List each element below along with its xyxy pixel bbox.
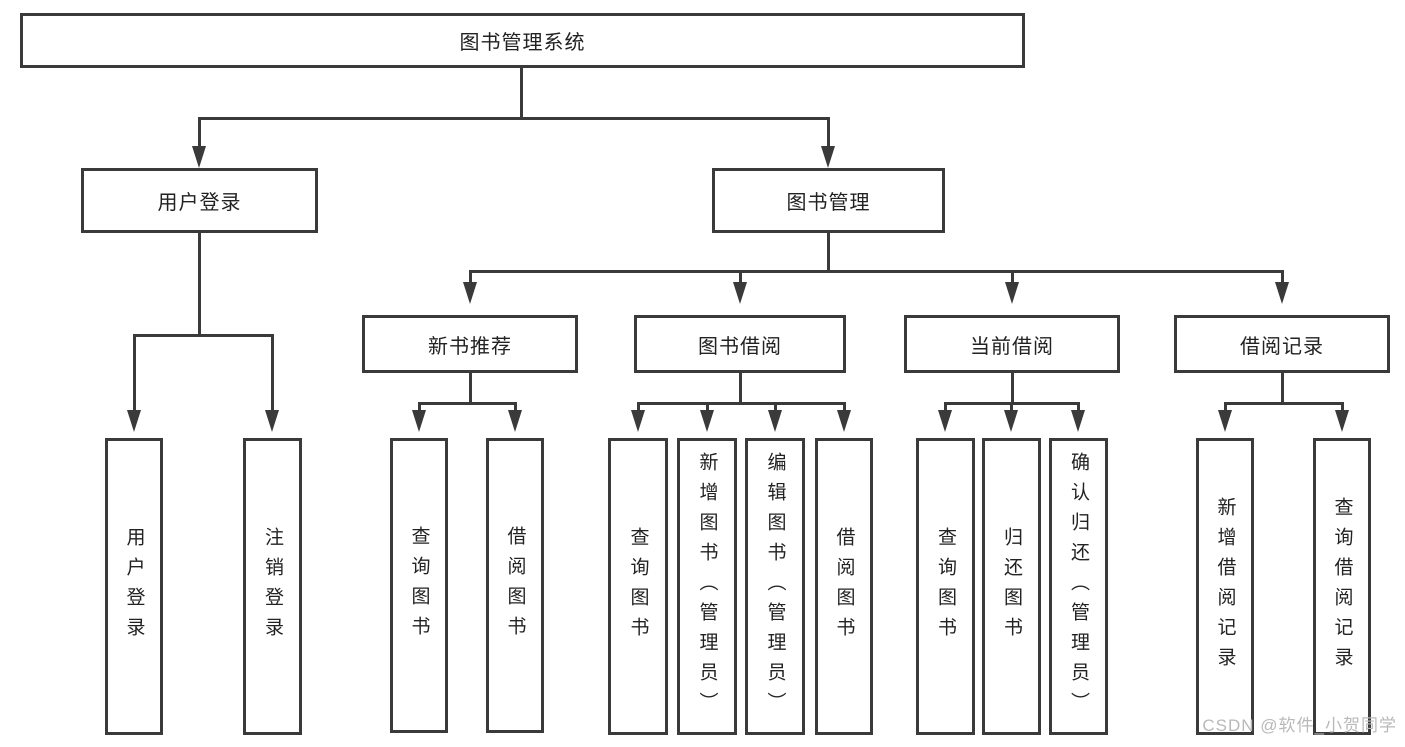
connector (843, 404, 846, 412)
connector (469, 371, 472, 404)
arrowhead-icon (938, 410, 952, 432)
connector (637, 402, 846, 405)
node-label: 当前借阅 (970, 335, 1054, 358)
connector (739, 272, 742, 286)
connector (774, 404, 777, 412)
arrowhead-icon (1071, 410, 1085, 432)
leaf-label: 用户登录 (123, 526, 145, 647)
connector (739, 371, 742, 404)
connector (198, 117, 830, 120)
leaf-user-login: 用户登录 (105, 438, 163, 735)
connector (469, 272, 472, 286)
node-new-book-recommend: 新书推荐 (362, 315, 578, 373)
connector (637, 404, 640, 412)
node-label: 图书借阅 (698, 335, 782, 358)
leaf-logout: 注销登录 (243, 438, 302, 735)
connector (1011, 272, 1014, 286)
arrowhead-icon (700, 410, 714, 432)
connector (271, 336, 274, 412)
leaf-borrow-books: 借阅图书 (815, 438, 873, 735)
leaf-label: 借阅图书 (504, 525, 526, 646)
connector (418, 404, 421, 412)
leaf-confirm-return-admin: 确认归还（管理员） (1049, 438, 1108, 735)
leaf-label: 查询图书 (627, 526, 649, 647)
arrowhead-icon (733, 282, 747, 304)
arrowhead-icon (837, 410, 851, 432)
connector (944, 404, 947, 412)
arrowhead-icon (265, 410, 279, 432)
connector (1010, 404, 1013, 412)
leaf-query-books-current: 查询图书 (916, 438, 975, 735)
arrowhead-icon (1004, 410, 1018, 432)
leaf-add-borrow-record: 新增借阅记录 (1196, 438, 1254, 735)
node-label: 图书管理 (786, 192, 871, 214)
leaf-label: 归还图书 (1001, 526, 1022, 647)
connector (198, 119, 201, 148)
connector (1341, 404, 1344, 412)
arrowhead-icon (1005, 282, 1019, 304)
connector (469, 270, 1284, 273)
arrowhead-icon (1275, 282, 1289, 304)
node-book-borrow: 图书借阅 (634, 315, 846, 373)
connector (1281, 272, 1284, 286)
leaf-label: 查询图书 (935, 526, 956, 647)
leaf-label: 确认归还（管理员） (1068, 451, 1089, 722)
leaf-query-borrow-record: 查询借阅记录 (1313, 438, 1371, 735)
leaf-label: 查询借阅记录 (1331, 496, 1353, 677)
leaf-label: 查询图书 (408, 525, 430, 646)
leaf-edit-books-admin: 编辑图书（管理员） (745, 438, 805, 735)
leaf-query-books-borrow: 查询图书 (608, 438, 668, 735)
leaf-add-books-admin: 新增图书（管理员） (677, 438, 737, 735)
node-label: 新书推荐 (428, 335, 512, 358)
connector (1281, 371, 1284, 404)
connector (133, 336, 136, 412)
arrowhead-icon (1218, 410, 1232, 432)
leaf-borrow-books-recommend: 借阅图书 (486, 438, 544, 733)
connector (514, 404, 517, 412)
arrowhead-icon (821, 146, 835, 168)
leaf-label: 新增借阅记录 (1214, 496, 1236, 677)
leaf-query-books-recommend: 查询图书 (390, 438, 448, 733)
arrowhead-icon (768, 410, 782, 432)
node-user-login: 用户登录 (81, 168, 318, 233)
connector (198, 231, 201, 337)
watermark: CSDN @软件_小贺同学 (1202, 716, 1397, 735)
leaf-label: 借阅图书 (833, 526, 855, 647)
connector (706, 404, 709, 412)
connector (827, 119, 830, 148)
arrowhead-icon (631, 410, 645, 432)
node-label: 借阅记录 (1240, 335, 1324, 358)
connector (1224, 404, 1227, 412)
node-borrow-records: 借阅记录 (1174, 315, 1390, 373)
arrowhead-icon (463, 282, 477, 304)
connector (133, 334, 274, 337)
arrowhead-icon (1335, 410, 1349, 432)
node-current-borrow: 当前借阅 (904, 315, 1120, 373)
node-book-management: 图书管理 (712, 168, 945, 233)
connector (1224, 402, 1344, 405)
connector (1077, 404, 1080, 412)
leaf-return-books: 归还图书 (982, 438, 1041, 735)
arrowhead-icon (508, 410, 522, 432)
arrowhead-icon (192, 146, 206, 168)
connector (520, 66, 523, 120)
node-library-management-system: 图书管理系统 (20, 13, 1025, 68)
arrowhead-icon (127, 410, 141, 432)
leaf-label: 编辑图书（管理员） (764, 451, 786, 722)
connector (944, 402, 1080, 405)
leaf-label: 注销登录 (262, 526, 283, 647)
node-label: 图书管理系统 (459, 32, 586, 54)
connector (1011, 371, 1014, 404)
connector (418, 402, 517, 405)
node-label: 用户登录 (157, 192, 242, 214)
leaf-label: 新增图书（管理员） (696, 451, 718, 722)
connector (827, 231, 830, 273)
arrowhead-icon (412, 410, 426, 432)
